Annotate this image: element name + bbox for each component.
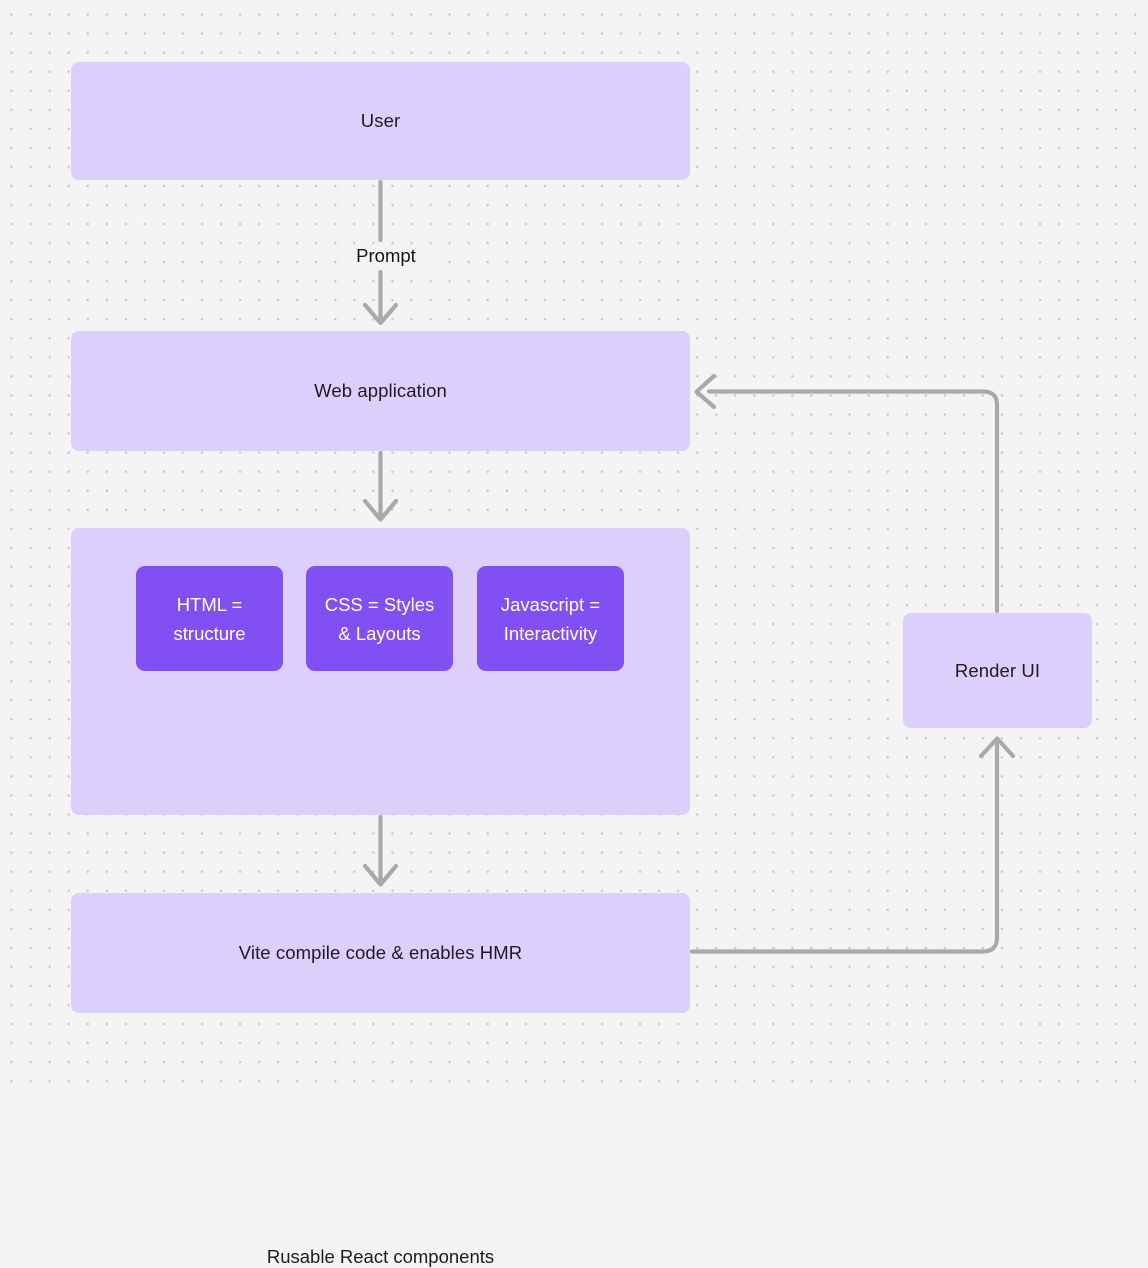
node-html-label-line2: structure — [173, 622, 246, 644]
node-html[interactable]: HTML = structure — [136, 566, 283, 671]
edge-vite-to-render — [689, 736, 1016, 954]
node-vite[interactable]: Vite compile code & enables HMR — [71, 893, 690, 1013]
group-components-label: Rusable React components — [266, 1246, 495, 1267]
node-css-label-line1: CSS = Styles — [324, 593, 435, 615]
node-html-label-line1: HTML = — [176, 593, 243, 615]
node-javascript-label-line1: Javascript = — [500, 593, 601, 615]
node-javascript-label-line2: Interactivity — [503, 622, 598, 644]
node-vite-label: Vite compile code & enables HMR — [238, 942, 523, 963]
node-css-label: CSS = Styles & Layouts — [325, 590, 435, 648]
node-javascript-label: Javascript = Interactivity — [501, 590, 600, 648]
node-render-ui-label: Render UI — [954, 659, 1041, 681]
node-javascript[interactable]: Javascript = Interactivity — [477, 566, 624, 671]
node-user-label: User — [360, 110, 401, 131]
node-html-label: HTML = structure — [174, 590, 246, 648]
node-css-label-line2: & Layouts — [338, 622, 421, 644]
node-css[interactable]: CSS = Styles & Layouts — [306, 566, 453, 671]
node-user[interactable]: User — [71, 62, 690, 180]
edge-webapp-to-components — [362, 450, 399, 522]
node-web-application-label: Web application — [314, 380, 447, 401]
edge-label-prompt: Prompt — [340, 245, 432, 267]
edge-render-to-webapp — [694, 373, 1000, 614]
edge-components-to-vite — [362, 814, 399, 887]
node-render-ui[interactable]: Render UI — [903, 613, 1092, 728]
node-web-application[interactable]: Web application — [71, 331, 690, 451]
